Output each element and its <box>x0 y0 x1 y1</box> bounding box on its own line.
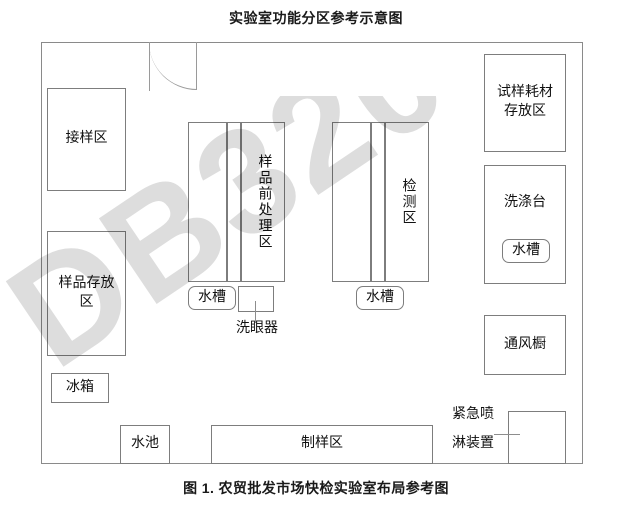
equipment-sink-detection-label: 水槽 <box>366 289 394 305</box>
figure-caption: 图 1. 农贸批发市场快检实验室布局参考图 <box>183 480 449 496</box>
zone-reagent-storage[interactable]: 试样耗材存放区 <box>484 54 566 152</box>
equipment-sink-pretreatment[interactable]: 水槽 <box>188 286 236 310</box>
equipment-sink-wash-station-label: 水槽 <box>512 242 540 258</box>
equipment-sink-pretreatment-label: 水槽 <box>198 289 226 305</box>
equipment-fume-hood-label: 通风橱 <box>504 336 546 352</box>
zone-detection[interactable]: 检测区 <box>385 122 429 282</box>
zone-reagent-storage-label: 试样耗材存放区 <box>497 85 553 119</box>
equipment-sink-wash-station[interactable]: 水槽 <box>502 239 550 263</box>
equipment-sink-detection[interactable]: 水槽 <box>356 286 404 310</box>
zone-water-basin[interactable]: 水池 <box>120 425 170 464</box>
equipment-eyewash[interactable] <box>238 286 274 312</box>
zone-sample-pretreatment[interactable]: 样品前处理区 <box>241 122 285 282</box>
equipment-emergency-shower[interactable] <box>508 411 566 464</box>
zone-sample-prep-label: 制样区 <box>301 436 343 452</box>
bench-pretreatment-left <box>188 122 227 282</box>
equipment-refrigerator-label: 冰箱 <box>66 379 94 395</box>
equipment-refrigerator[interactable]: 冰箱 <box>51 373 109 403</box>
bench-detection-left <box>332 122 371 282</box>
equipment-fume-hood[interactable]: 通风橱 <box>484 315 566 375</box>
door-swing-arc <box>149 42 197 90</box>
zone-sample-receiving[interactable]: 接样区 <box>47 88 126 191</box>
equipment-emergency-shower-label-line1: 紧急喷 <box>452 407 494 422</box>
zone-sample-receiving-label: 接样区 <box>65 131 108 147</box>
zone-detection-label: 检测区 <box>400 178 416 226</box>
floorplan-outer-walls: 接样区 样品存放区 冰箱 样品前处理区 水槽 洗眼器 检测区 <box>41 42 583 464</box>
page-title: 实验室功能分区参考示意图 <box>229 10 403 26</box>
aisle-pretreatment <box>227 122 241 282</box>
zone-wash-station-label: 洗涤台 <box>504 195 546 210</box>
aisle-detection <box>371 122 385 282</box>
zone-sample-storage-label: 样品存放区 <box>58 275 115 310</box>
door-jamb <box>149 42 150 91</box>
equipment-eyewash-label: 洗眼器 <box>236 321 278 336</box>
zone-wash-station[interactable]: 洗涤台 水槽 <box>484 165 566 284</box>
zone-sample-prep[interactable]: 制样区 <box>211 425 433 464</box>
zone-sample-storage[interactable]: 样品存放区 <box>47 231 126 356</box>
zone-sample-pretreatment-label: 样品前处理区 <box>256 154 272 250</box>
zone-water-basin-label: 水池 <box>131 436 159 452</box>
eyewash-leader-line <box>255 301 256 323</box>
emergency-shower-leader-line <box>494 434 520 435</box>
equipment-emergency-shower-label-line2: 淋装置 <box>452 436 494 451</box>
